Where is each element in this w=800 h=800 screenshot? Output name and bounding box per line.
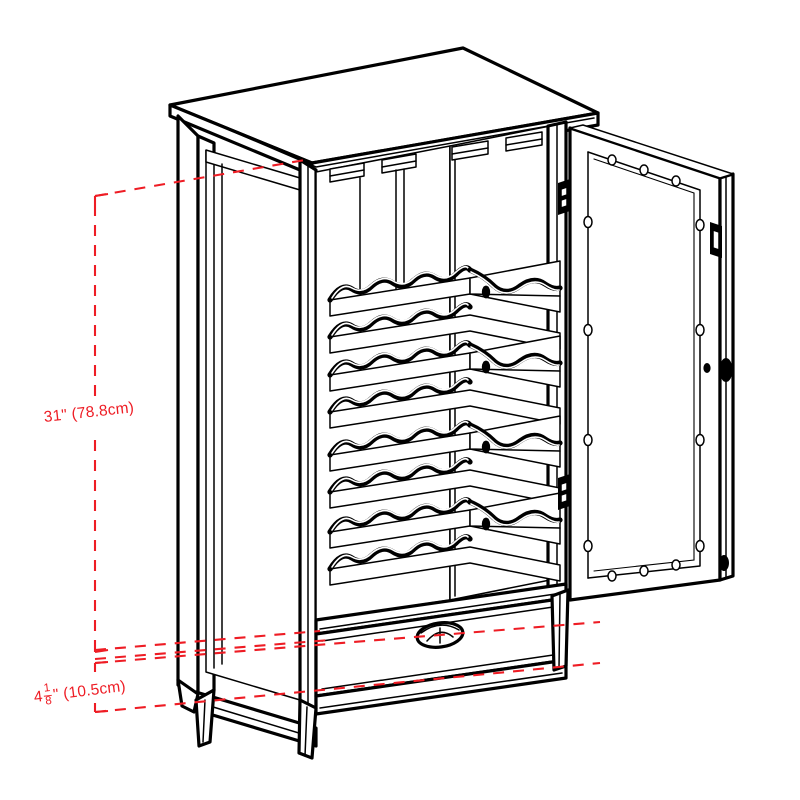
leg-front-left: [194, 688, 216, 748]
stemware-rail-3: [451, 140, 489, 161]
hinges: [558, 179, 570, 510]
stemware-rail-2: [381, 153, 417, 174]
dimension-height-leader-bottom: [94, 629, 331, 661]
dimension-annotations: [93, 158, 601, 714]
leg-rear-right: [550, 588, 570, 672]
door-latch-plate: [710, 222, 722, 258]
wine-shelf-3: [327, 415, 563, 509]
dimension-depth-leaders: [93, 620, 601, 714]
hinge-lower: [558, 474, 570, 510]
wine-shelf-2: [327, 335, 563, 429]
dimension-height-ticks: [94, 192, 109, 654]
dimension-depth-metric: (10.5cm): [62, 677, 127, 703]
right-door-open: [568, 124, 735, 602]
door-handle: [703, 358, 733, 382]
leg-front-right: [297, 698, 318, 760]
door-panel-screws: [583, 154, 705, 582]
drawer-cup-pull: [415, 621, 465, 649]
stemware-rail-1: [329, 162, 365, 183]
stemware-rail-4: [505, 131, 543, 152]
dimension-depth-unit: ": [52, 686, 60, 704]
hinge-upper: [558, 179, 570, 215]
legs: [176, 588, 570, 760]
left-side-panel: [176, 114, 301, 702]
wine-shelf-1: [327, 260, 563, 354]
fraction-denominator: 8: [43, 694, 54, 708]
wine-shelf-4: [327, 492, 563, 586]
stemware-rails: [329, 131, 543, 301]
dimension-height-leader-top: [94, 158, 306, 198]
